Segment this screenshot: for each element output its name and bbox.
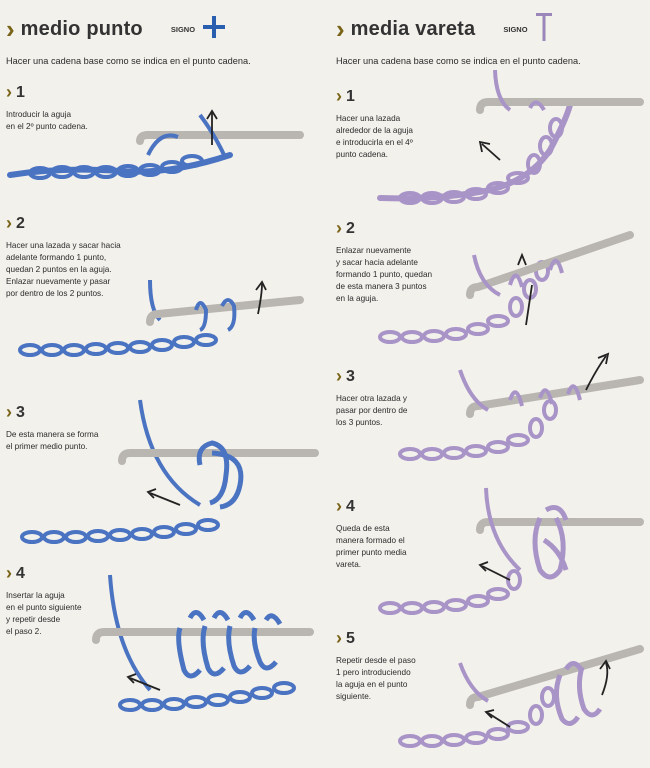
step-text: Queda de esta manera formado el primer p… <box>336 524 407 569</box>
step-text: Hacer otra lazada y pasar por dentro de … <box>336 394 408 427</box>
section-title: media vareta <box>350 17 476 40</box>
step-2-illustration <box>18 279 304 357</box>
step-number: 3 <box>346 367 355 385</box>
step-3: ›3 De esta manera se forma el primer med… <box>6 402 156 453</box>
chevron-right-icon: › <box>336 86 342 106</box>
step-4-illustration <box>378 487 644 615</box>
step-4: ›4 Insertar la aguja en el punto siguien… <box>6 563 156 638</box>
step-text: Enlazar nuevamente y sacar hacia adelant… <box>336 246 433 303</box>
chevron-right-icon: › <box>336 14 345 44</box>
signo-label: SIGNO <box>170 24 196 34</box>
step-4-illustration <box>92 574 314 712</box>
chevron-right-icon: › <box>6 563 12 583</box>
chevron-right-icon: › <box>336 218 342 238</box>
step-number: 4 <box>16 564 25 582</box>
plus-icon <box>201 14 227 45</box>
step-3-illustration <box>20 399 319 544</box>
chevron-right-icon: › <box>336 496 342 516</box>
step-5-illustration <box>398 645 644 748</box>
step-1: ›1 Hacer una lazada alrededor de la aguj… <box>336 86 486 161</box>
step-4: ›4 Queda de esta manera formado el prime… <box>336 496 486 571</box>
step-number: 3 <box>16 403 25 421</box>
step-1-illustration <box>7 109 304 180</box>
step-text: Hacer una lazada alrededor de la aguja e… <box>336 114 413 159</box>
step-number: 1 <box>16 83 25 101</box>
medio-punto-column: › medio punto SIGNO Hacer una cadena bas… <box>0 0 320 768</box>
signo-label: SIGNO <box>503 24 528 34</box>
step-number: 5 <box>346 629 355 647</box>
section-header: › media vareta SIGNO <box>336 12 554 46</box>
step-number: 2 <box>16 214 25 232</box>
step-text: Hacer una lazada y sacar hacia adelante … <box>6 241 121 298</box>
step-text: De esta manera se forma el primer medio … <box>6 430 99 451</box>
media-vareta-column: › media vareta SIGNO Hacer una cadena ba… <box>330 0 650 768</box>
chevron-right-icon: › <box>336 366 342 386</box>
intro-text: Hacer una cadena base como se indica en … <box>336 56 581 66</box>
step-1: ›1 Introducir la aguja en el 2º punto ca… <box>6 82 156 133</box>
step-3: ›3 Hacer otra lazada y pasar por dentro … <box>336 366 486 429</box>
step-3-illustration <box>398 352 644 461</box>
step-number: 4 <box>346 497 355 515</box>
chevron-right-icon: › <box>6 14 15 44</box>
step-1-illustration <box>377 70 644 205</box>
chevron-right-icon: › <box>6 82 12 102</box>
step-2: ›2 Hacer una lazada y sacar hacia adelan… <box>6 213 156 300</box>
step-5: ›5 Repetir desde el paso 1 pero introduc… <box>336 628 486 703</box>
chevron-right-icon: › <box>6 402 12 422</box>
step-2: ›2 Enlazar nuevamente y sacar hacia adel… <box>336 218 486 305</box>
intro-text: Hacer una cadena base como se indica en … <box>6 56 251 66</box>
chevron-right-icon: › <box>336 628 342 648</box>
step-text: Introducir la aguja en el 2º punto caden… <box>6 110 88 131</box>
step-2-illustration <box>378 231 634 344</box>
section-header: › medio punto SIGNO <box>6 12 227 46</box>
step-number: 1 <box>346 87 355 105</box>
step-text: Insertar la aguja en el punto siguiente … <box>6 591 82 636</box>
step-text: Repetir desde el paso 1 pero introducien… <box>336 656 416 701</box>
chevron-right-icon: › <box>6 213 12 233</box>
step-number: 2 <box>346 219 355 237</box>
section-title: medio punto <box>20 17 143 40</box>
t-symbol-icon <box>534 11 554 48</box>
